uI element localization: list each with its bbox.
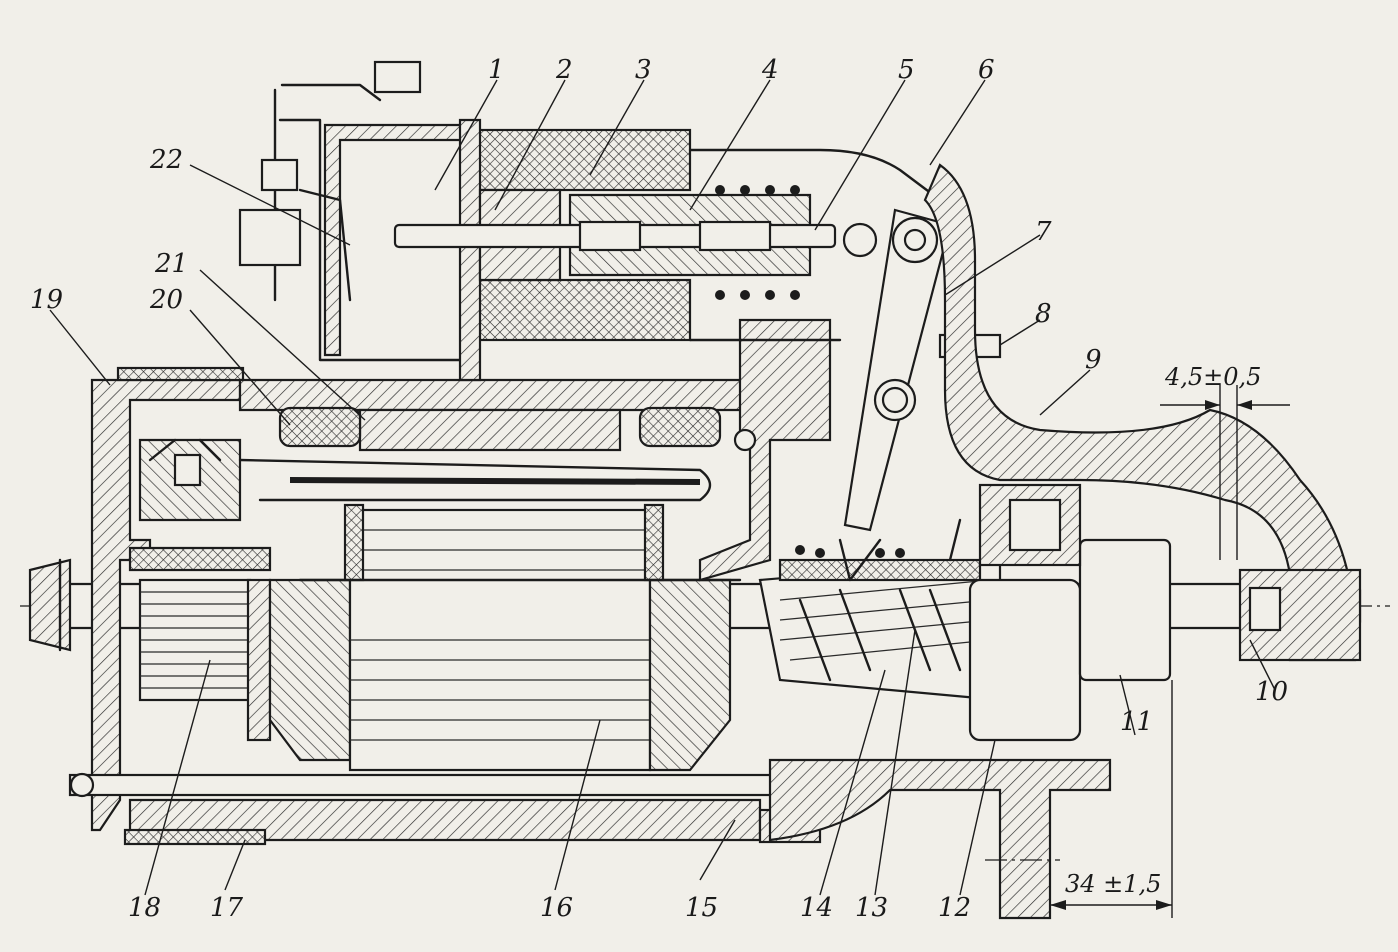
label-part-1: 1 — [488, 55, 505, 85]
label-part-3: 3 — [635, 55, 652, 85]
label-part-14: 14 — [800, 893, 833, 923]
label-part-17: 17 — [210, 893, 244, 923]
mounting-flange — [768, 758, 1112, 920]
dimension-clearance-label: 4,5±0,5 — [1164, 363, 1261, 391]
label-part-2: 2 — [555, 55, 573, 85]
commutator — [128, 546, 272, 742]
label-part-10: 10 — [1255, 677, 1288, 707]
drive-housing — [923, 163, 1362, 662]
label-part-13: 13 — [855, 893, 888, 923]
label-part-4: 4 — [761, 55, 779, 85]
label-part-19: 19 — [30, 285, 63, 315]
label-part-20: 20 — [149, 285, 183, 315]
label-part-15: 15 — [685, 893, 718, 923]
label-part-21: 21 — [154, 249, 188, 279]
brush-holder — [138, 438, 242, 522]
intermediate-bearing — [698, 318, 832, 582]
armature-core — [268, 503, 742, 772]
dimension-offset-label: 34 ±1,5 — [1065, 870, 1161, 898]
label-part-18: 18 — [128, 893, 161, 923]
overrunning-clutch — [758, 483, 1172, 742]
label-part-7: 7 — [1035, 217, 1052, 247]
dimension-offset — [1050, 680, 1173, 918]
part-labels: 1 2 3 4 5 6 7 8 9 10 11 12 13 14 15 16 1… — [30, 55, 1288, 923]
solenoid-relay — [238, 60, 942, 382]
label-part-9: 9 — [1085, 345, 1102, 375]
leader-lines — [49, 79, 1276, 896]
field-lead — [238, 458, 712, 502]
label-part-8: 8 — [1035, 299, 1052, 329]
label-part-16: 16 — [540, 893, 573, 923]
dimension-clearance — [1160, 385, 1290, 560]
label-part-12: 12 — [938, 893, 971, 923]
label-part-11: 11 — [1120, 707, 1153, 737]
label-part-5: 5 — [898, 55, 915, 85]
label-part-22: 22 — [149, 145, 183, 175]
label-part-6: 6 — [978, 55, 995, 85]
